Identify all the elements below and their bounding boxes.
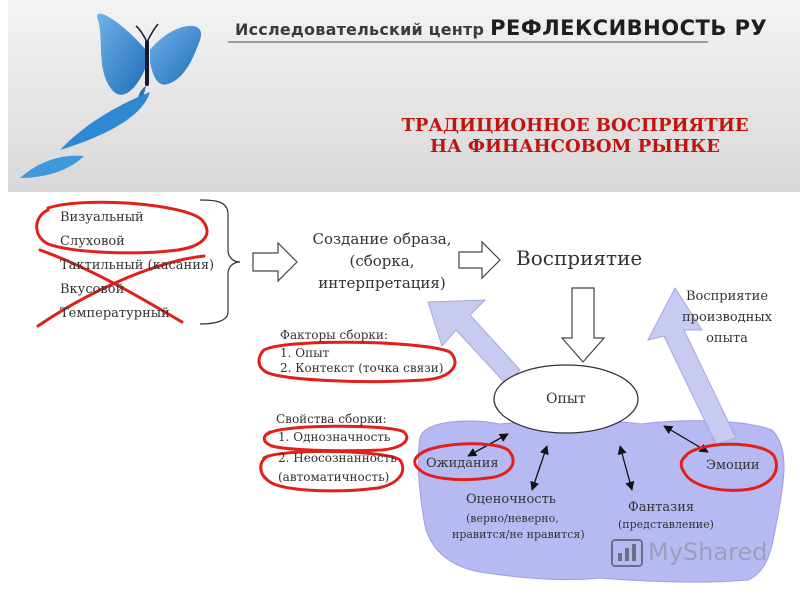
arrow-to-assembly <box>252 241 298 283</box>
watermark: MyShared <box>648 538 768 566</box>
experience-label: Опыт <box>546 391 586 407</box>
assembly-line-2: (сборка, <box>349 252 415 270</box>
expectations-label: Ожидания <box>426 456 499 471</box>
feedback-arrow-from-emotions <box>647 287 737 445</box>
assembly-property-2: 2. Неосознанность <box>278 451 397 465</box>
assembly-factor-1: 1. Опыт <box>280 346 330 360</box>
link-evaluation <box>530 445 549 491</box>
assembly-properties-title: Свойства сборки: <box>276 412 387 426</box>
senses-red-circle <box>35 200 209 255</box>
fantasy-label: Фантазия <box>628 500 695 515</box>
experience-ellipse <box>493 364 639 434</box>
emotions-label: Эмоции <box>706 458 760 473</box>
sense-tactile: Тактильный (касания) <box>60 258 215 273</box>
sense-visual: Визуальный <box>60 210 144 225</box>
factor-experience-circle <box>257 340 457 384</box>
assembly-property-2-note: (автоматичность) <box>278 470 390 484</box>
property-2-circle <box>259 449 405 493</box>
header-divider <box>228 41 708 43</box>
sense-auditory: Слуховой <box>60 234 125 249</box>
assembly-block: Создание образа, (сборка, интерпретация) <box>312 228 452 294</box>
arrow-to-perception <box>458 240 501 280</box>
arrow-perception-to-experience <box>560 287 606 363</box>
organization-brand: РЕФЛЕКСИВНОСТЬ РУ <box>490 16 768 40</box>
evaluation-note-2: нравится/не нравится) <box>452 528 585 541</box>
butterfly-logo-icon <box>20 13 202 178</box>
organization-label: Исследовательский центр <box>235 20 485 39</box>
perception-label: Восприятие <box>516 246 643 270</box>
expectations-circle <box>413 442 515 482</box>
fantasy-note: (представление) <box>618 518 714 531</box>
derived-perception-line-1: Восприятие <box>685 289 769 304</box>
property-1-circle <box>262 424 409 453</box>
organization-name: Исследовательский центр РЕФЛЕКСИВНОСТЬ РУ <box>235 16 767 40</box>
slide-title-line-2: НА ФИНАНСОВОМ РЫНКЕ <box>429 136 721 157</box>
slide-title: ТРАДИЦИОННОЕ ВОСПРИЯТИЕ НА ФИНАНСОВОМ РЫ… <box>370 115 780 157</box>
presentation-chart-icon <box>611 539 643 567</box>
evaluation-note-1: (верно/неверно, <box>466 512 559 525</box>
emotions-circle <box>679 442 778 492</box>
assembly-factors-title: Факторы сборки: <box>280 328 388 342</box>
derived-perception-block: Восприятие производных опыта <box>680 286 774 349</box>
derived-perception-line-2: производных <box>681 310 773 325</box>
link-fantasy <box>617 445 635 491</box>
slide-title-line-1: ТРАДИЦИОННОЕ ВОСПРИЯТИЕ <box>401 115 749 136</box>
evaluation-label: Оценочность <box>466 492 556 507</box>
sense-taste: Вкусовой <box>60 282 125 297</box>
sense-temperature: Температурный <box>60 306 170 321</box>
assembly-factor-2: 2. Контекст (точка связи) <box>280 361 444 375</box>
assembly-property-1: 1. Однозначность <box>278 430 391 444</box>
assembly-line-1: Создание образа, <box>312 230 452 248</box>
assembly-line-3: интерпретация) <box>318 274 446 292</box>
senses-bracket <box>199 199 241 325</box>
derived-perception-line-3: опыта <box>706 331 748 346</box>
header: Исследовательский центр РЕФЛЕКСИВНОСТЬ РУ <box>0 0 800 192</box>
senses-cross-line-2 <box>36 254 206 328</box>
